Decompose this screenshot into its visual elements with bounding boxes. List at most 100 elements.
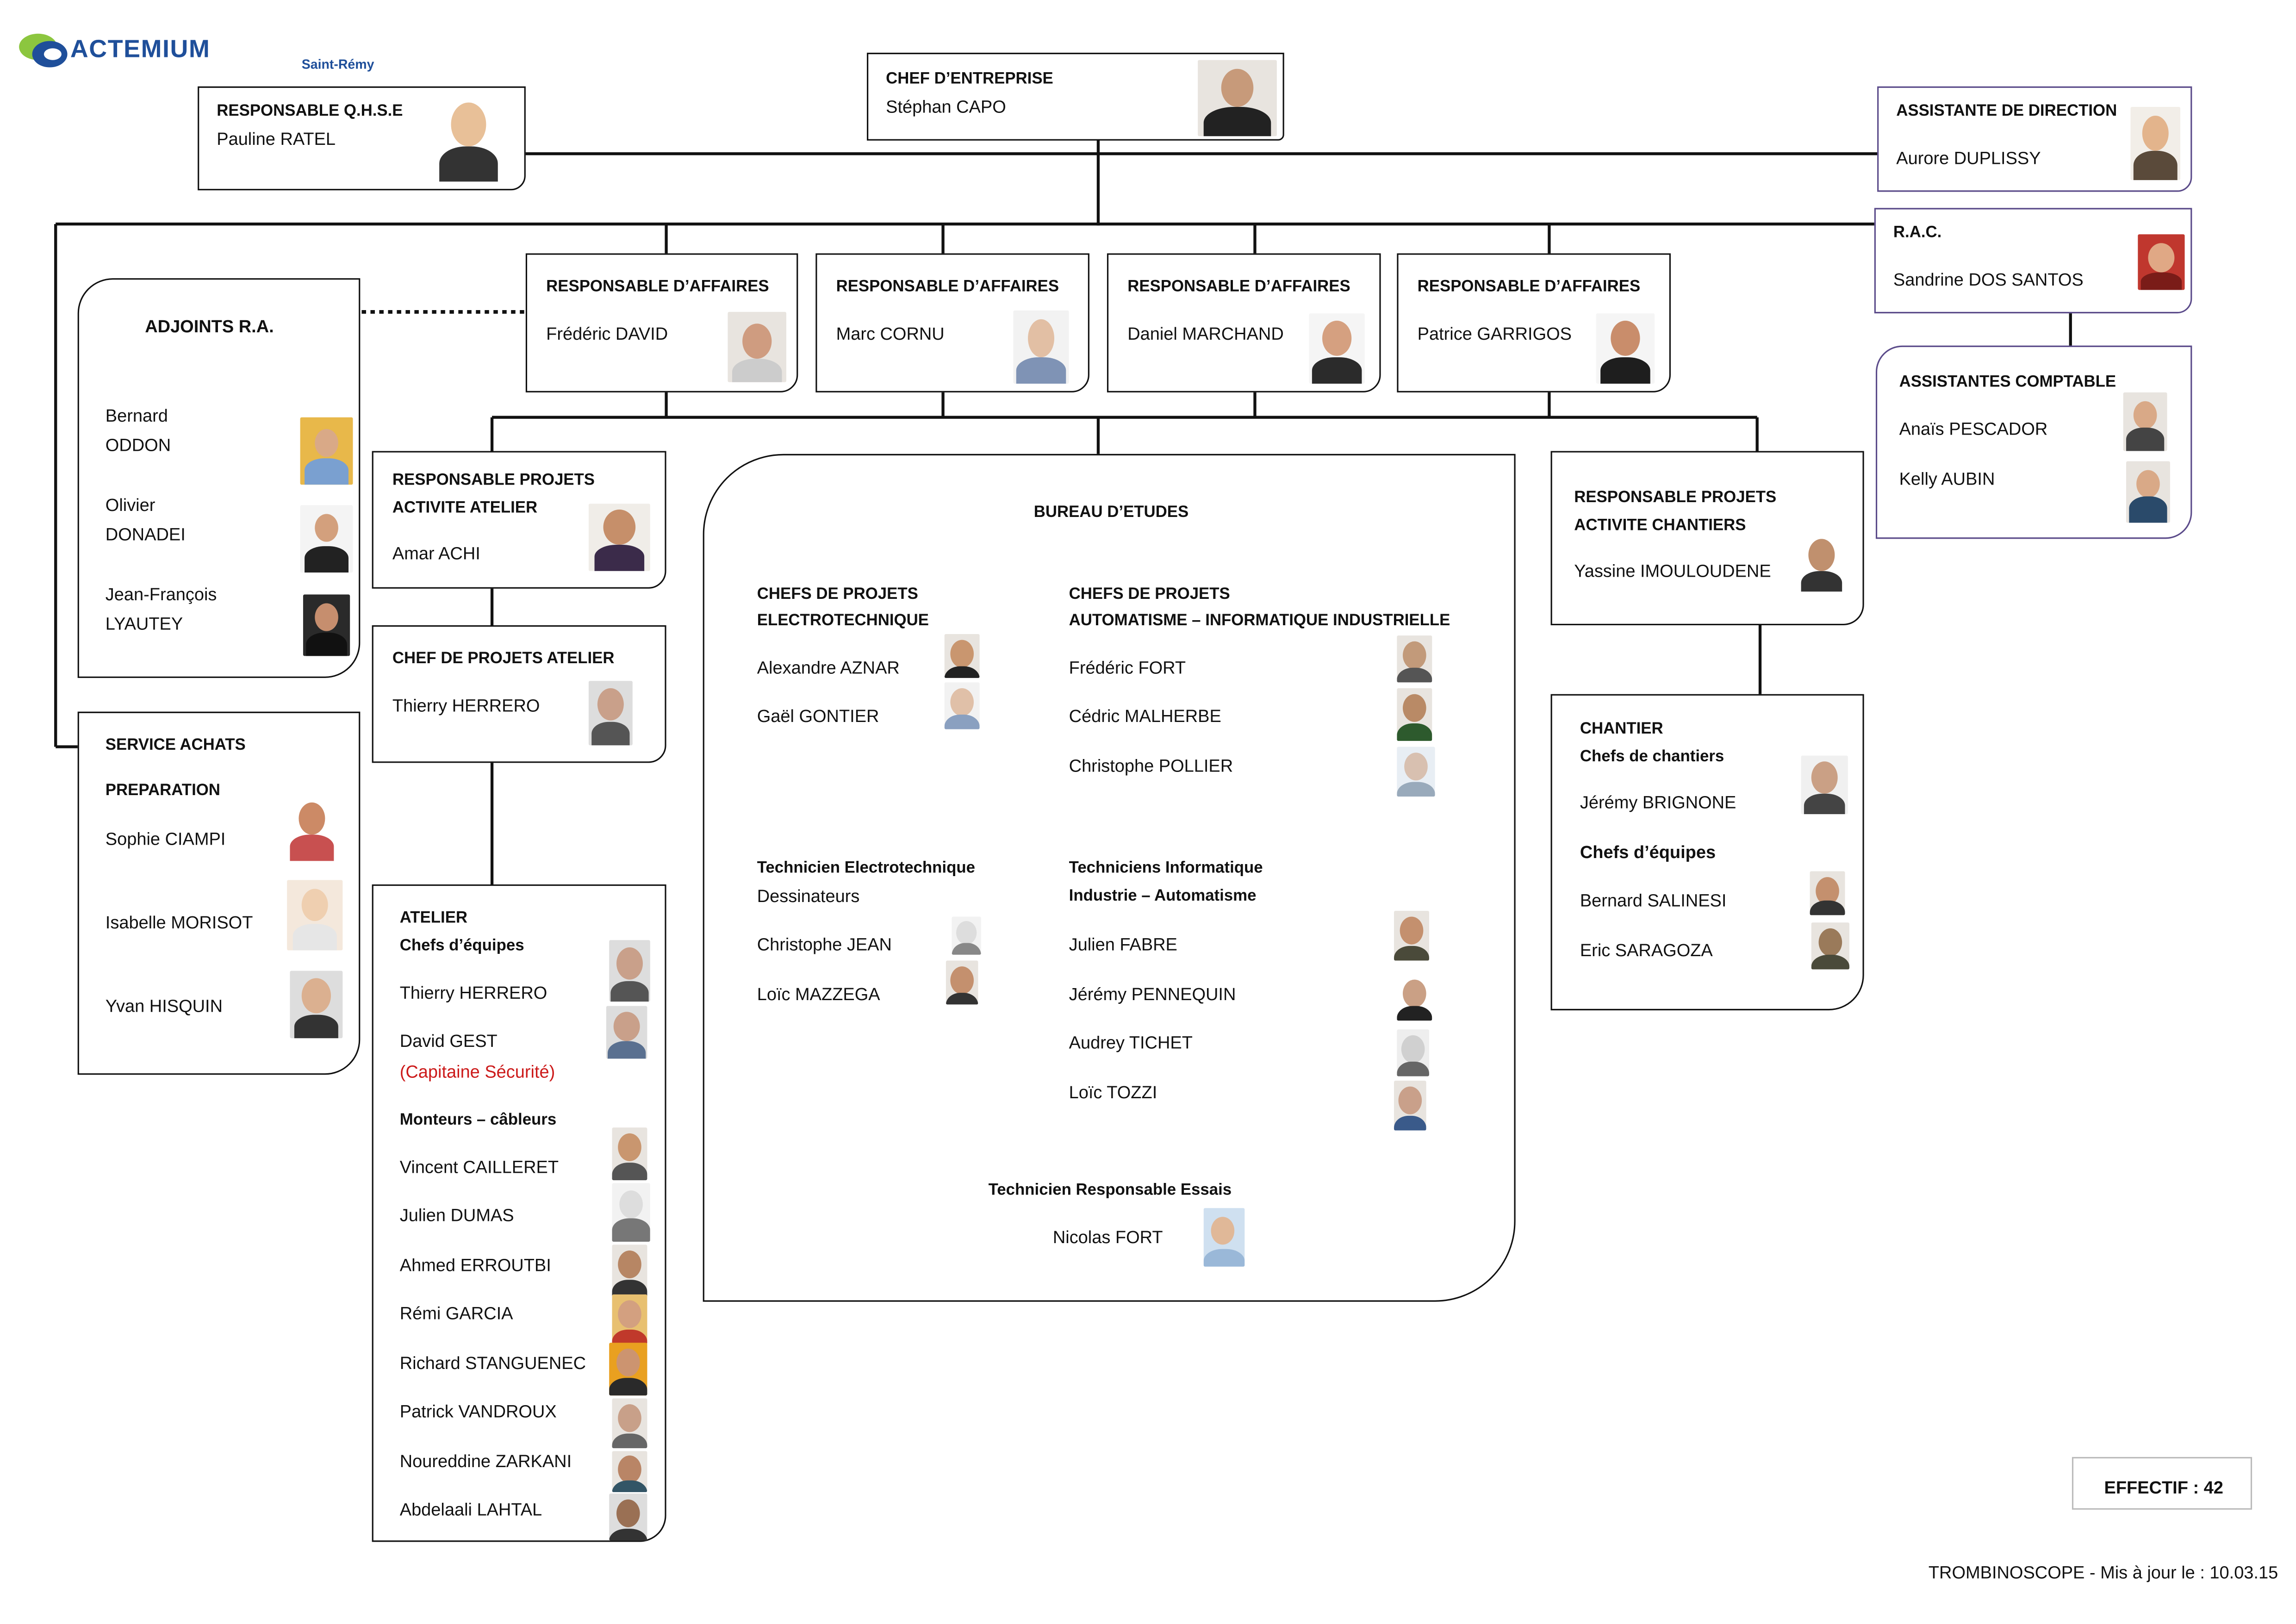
monteur-photo bbox=[609, 1343, 647, 1396]
atelier-chef-photo bbox=[609, 940, 650, 1002]
assistante-direction-photo bbox=[2130, 106, 2181, 180]
affaires-name: Daniel MARCHAND bbox=[1127, 324, 1284, 344]
cp-elec-photo bbox=[944, 682, 980, 729]
affaires-name: Marc CORNU bbox=[836, 324, 945, 344]
affaires-name: Frédéric DAVID bbox=[546, 324, 668, 344]
achats-title: SERVICE ACHATS bbox=[105, 736, 246, 754]
assistante-comptable-photo bbox=[2123, 392, 2167, 451]
chef-title: CHEF D’ENTREPRISE bbox=[886, 70, 1053, 88]
atelier-chef-name: David GEST bbox=[399, 1031, 498, 1052]
adjoints-title: ADJOINTS R.A. bbox=[145, 316, 274, 337]
affaires-title: RESPONSABLE D’AFFAIRES bbox=[836, 278, 1059, 296]
monteur-name: Julien DUMAS bbox=[399, 1205, 514, 1226]
rp-atelier-photo bbox=[588, 504, 650, 571]
chef-equipe-photo bbox=[1810, 871, 1845, 915]
affaires-title: RESPONSABLE D’AFFAIRES bbox=[1417, 278, 1641, 296]
tech-info-title: Techniciens Informatique bbox=[1069, 859, 1263, 877]
bureau-title: BUREAU D’ETUDES bbox=[1033, 504, 1189, 522]
tech-info-photo bbox=[1394, 910, 1429, 961]
adjoint-lastname: DONADEI bbox=[105, 524, 186, 545]
cp-elec-name: Gaël GONTIER bbox=[757, 705, 879, 727]
assistante-comptable-name: Kelly AUBIN bbox=[1899, 468, 1995, 489]
cp-auto-photo bbox=[1397, 635, 1432, 683]
monteur-name: Rémi GARCIA bbox=[399, 1303, 513, 1324]
achats-name: Isabelle MORISOT bbox=[105, 912, 253, 933]
monteur-photo bbox=[612, 1398, 647, 1449]
tech-elec-name: Christophe JEAN bbox=[757, 934, 892, 955]
affaires-photo bbox=[1596, 313, 1655, 384]
monteur-name: Noureddine ZARKANI bbox=[399, 1451, 572, 1472]
tech-info-name: Loïc TOZZI bbox=[1069, 1082, 1157, 1103]
monteur-photo bbox=[612, 1244, 647, 1298]
tech-elec-title: Technicien Electrotechnique bbox=[757, 859, 976, 877]
cp-auto-photo bbox=[1397, 747, 1435, 797]
actemium-logo: ACTEMIUM bbox=[18, 32, 252, 76]
monteur-name: Richard STANGUENEC bbox=[399, 1353, 586, 1374]
rp-chantiers-photo bbox=[1798, 533, 1845, 592]
tech-info-name: Audrey TICHET bbox=[1069, 1032, 1193, 1053]
atelier-title: ATELIER bbox=[399, 909, 468, 927]
cp-auto-name: Cédric MALHERBE bbox=[1069, 705, 1221, 727]
achats-subtitle: PREPARATION bbox=[105, 782, 220, 800]
rp-chantiers-title: ACTIVITE CHANTIERS bbox=[1574, 516, 1746, 535]
footer-text: TROMBINOSCOPE - Mis à jour le : 10.03.15 bbox=[1928, 1562, 2278, 1583]
chef-equipe-name: Bernard SALINESI bbox=[1580, 890, 1727, 911]
cp-elec-title: CHEFS DE PROJETS bbox=[757, 585, 918, 604]
cp-auto-title: AUTOMATISME – INFORMATIQUE INDUSTRIELLE bbox=[1069, 612, 1450, 630]
logo-symbol bbox=[19, 33, 68, 68]
logo-text: ACTEMIUM bbox=[70, 35, 211, 63]
monteur-photo bbox=[609, 1493, 647, 1541]
cp-elec-name: Alexandre AZNAR bbox=[757, 657, 900, 678]
assistante-comptable-photo bbox=[2126, 461, 2170, 523]
assistante-direction-title: ASSISTANTE DE DIRECTION bbox=[1896, 102, 2117, 120]
atelier-chef-name: Thierry HERRERO bbox=[399, 982, 548, 1003]
chef-equipe-name: Eric SARAGOZA bbox=[1580, 940, 1713, 961]
qhse-title: RESPONSABLE Q.H.S.E bbox=[217, 102, 403, 120]
adjoint-firstname: Bernard bbox=[105, 405, 168, 426]
cp-auto-title: CHEFS DE PROJETS bbox=[1069, 585, 1230, 604]
cp-auto-name: Frédéric FORT bbox=[1069, 657, 1186, 678]
tech-elec-photo bbox=[952, 916, 981, 955]
tech-elec-photo bbox=[946, 960, 978, 1005]
tech-info-title: Industrie – Automatisme bbox=[1069, 887, 1257, 905]
tech-elec-subtitle: Dessinateurs bbox=[757, 886, 860, 907]
monteur-name: Abdelaali LAHTAL bbox=[399, 1499, 542, 1520]
chef-projets-atelier-photo bbox=[588, 681, 633, 746]
adjoint-lastname: LYAUTEY bbox=[105, 613, 183, 634]
achats-name: Sophie CIAMPI bbox=[105, 828, 226, 850]
effectif-box bbox=[2072, 1457, 2252, 1510]
qhse-photo bbox=[433, 96, 504, 182]
cp-auto-photo bbox=[1397, 688, 1432, 741]
monteur-name: Patrick VANDROUX bbox=[399, 1401, 557, 1422]
atelier-chef-photo bbox=[606, 1006, 647, 1059]
atelier-chefs-label: Chefs d’équipes bbox=[399, 937, 524, 955]
assistante-comptable-name: Anaïs PESCADOR bbox=[1899, 418, 2048, 440]
affaires-name: Patrice GARRIGOS bbox=[1417, 324, 1572, 344]
essais-name: Nicolas FORT bbox=[1052, 1227, 1163, 1248]
adjoint-lastname: ODDON bbox=[105, 435, 171, 455]
rp-atelier-title: RESPONSABLE PROJETS bbox=[392, 471, 595, 489]
chef-equipe-photo bbox=[1811, 922, 1850, 970]
adjoint-photo bbox=[300, 505, 353, 573]
affaires-photo bbox=[1309, 313, 1365, 384]
rac-photo bbox=[2138, 234, 2185, 290]
effectif-label: EFFECTIF : 42 bbox=[2104, 1477, 2223, 1498]
rp-chantiers-name: Yassine IMOULOUDENE bbox=[1574, 560, 1771, 582]
rp-chantiers-title: RESPONSABLE PROJETS bbox=[1574, 489, 1777, 507]
adjoint-photo bbox=[300, 417, 353, 485]
chef-chantier-photo bbox=[1801, 755, 1848, 815]
chef-name: Stéphan CAPO bbox=[886, 96, 1006, 118]
monteur-photo bbox=[612, 1127, 647, 1181]
tech-info-photo bbox=[1397, 1029, 1429, 1076]
tech-info-name: Julien FABRE bbox=[1069, 934, 1177, 955]
chef-chantier-name: Jérémy BRIGNONE bbox=[1580, 792, 1736, 813]
cp-elec-title: ELECTROTECHNIQUE bbox=[757, 612, 929, 630]
assistantes-comptable-title: ASSISTANTES COMPTABLE bbox=[1899, 373, 2116, 391]
tech-elec-name: Loïc MAZZEGA bbox=[757, 984, 880, 1005]
monteurs-label: Monteurs – câbleurs bbox=[399, 1111, 557, 1129]
cp-elec-photo bbox=[944, 634, 980, 678]
affaires-title: RESPONSABLE D’AFFAIRES bbox=[546, 278, 769, 296]
monteur-photo bbox=[612, 1183, 650, 1242]
affaires-photo bbox=[728, 311, 787, 382]
